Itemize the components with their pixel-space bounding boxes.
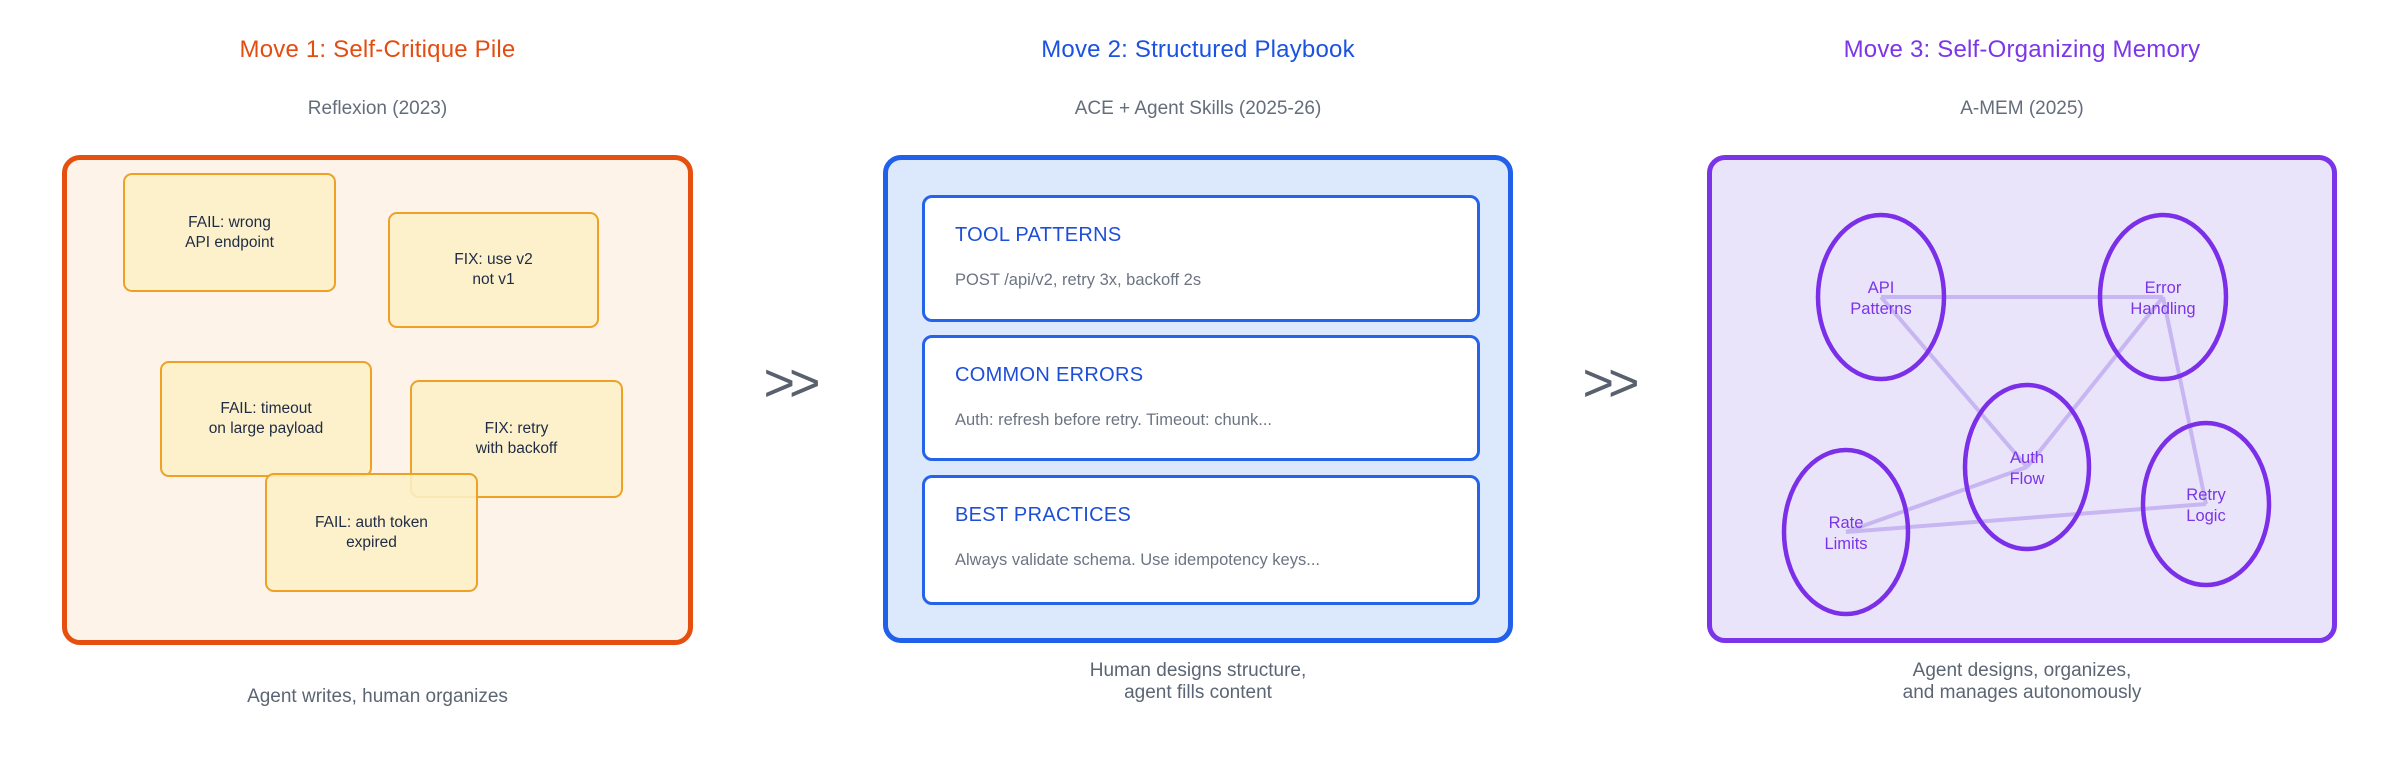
memory-network-graph: API Patterns Error Handling Auth Flow Ra… [1781, 212, 2272, 617]
structured-playbook-container: TOOL PATTERNS POST /api/v2, retry 3x, ba… [883, 155, 1513, 643]
node-error-handling [2097, 212, 2229, 382]
node-label: Limits [1824, 535, 1867, 553]
section-body: POST /api/v2, retry 3x, backoff 2s [955, 271, 1202, 289]
panel2-caption: Human designs structure, agent fills con… [1089, 660, 1307, 703]
node-label: Error [2145, 279, 2182, 297]
node-api-patterns [1815, 212, 1947, 382]
section-body: Auth: refresh before retry. Timeout: chu… [955, 411, 1273, 429]
edge-api-patterns-auth-flow [1879, 295, 2029, 469]
panel2-subtitle: ACE + Agent Skills (2025-26) [1074, 98, 1322, 119]
panel3-caption: Agent designs, organizes, and manages au… [1902, 660, 2142, 703]
node-label: Retry [2186, 486, 2226, 504]
sticky-note-fail-auth-token: FAIL: auth token expired [265, 473, 478, 592]
section-header: TOOL PATTERNS [955, 224, 1122, 246]
edge-rate-limits-auth-flow [1845, 465, 2028, 534]
chevron-separator-1: >> [763, 353, 820, 413]
sticky-note-fail-api-endpoint: FAIL: wrong API endpoint [123, 173, 336, 292]
node-label: Patterns [1850, 300, 1911, 318]
node-rate-limits [1781, 447, 1911, 617]
edge-rate-limits-retry-logic [1845, 502, 2207, 534]
panel3-title: Move 3: Self-Organizing Memory [1843, 36, 2201, 63]
node-label: Auth [2010, 449, 2044, 467]
edge-error-handling-auth-flow [2025, 295, 2165, 469]
node-retry-logic [2140, 420, 2272, 588]
self-critique-pile-container: FAIL: wrong API endpoint FIX: use v2 not… [62, 155, 693, 645]
node-auth-flow [1962, 382, 2092, 552]
chevron-separator-2: >> [1582, 353, 1639, 413]
sticky-note-fix-use-v2: FIX: use v2 not v1 [388, 212, 599, 328]
node-label: Handling [2130, 300, 2195, 318]
section-body: Always validate schema. Use idempotency … [955, 551, 1320, 569]
node-label: Logic [2186, 507, 2225, 525]
section-header: BEST PRACTICES [955, 504, 1132, 526]
panel1-title: Move 1: Self-Critique Pile [239, 36, 516, 63]
node-label: API [1868, 279, 1895, 297]
section-header: COMMON ERRORS [955, 364, 1144, 386]
playbook-section-common-errors: COMMON ERRORS Auth: refresh before retry… [922, 335, 1480, 461]
panel2-title: Move 2: Structured Playbook [1041, 36, 1355, 63]
playbook-section-best-practices: BEST PRACTICES Always validate schema. U… [922, 475, 1480, 605]
panel1-subtitle: Reflexion (2023) [307, 98, 448, 119]
node-label: Flow [2010, 470, 2045, 488]
playbook-section-tool-patterns: TOOL PATTERNS POST /api/v2, retry 3x, ba… [922, 195, 1480, 322]
panel1-caption: Agent writes, human organizes [247, 686, 508, 707]
self-organizing-memory-container [1707, 155, 2337, 643]
edge-error-handling-retry-logic [2161, 296, 2208, 505]
sticky-note-fail-timeout: FAIL: timeout on large payload [160, 361, 372, 477]
panel3-subtitle: A-MEM (2025) [1960, 98, 2084, 119]
node-label: Rate [1829, 514, 1864, 532]
